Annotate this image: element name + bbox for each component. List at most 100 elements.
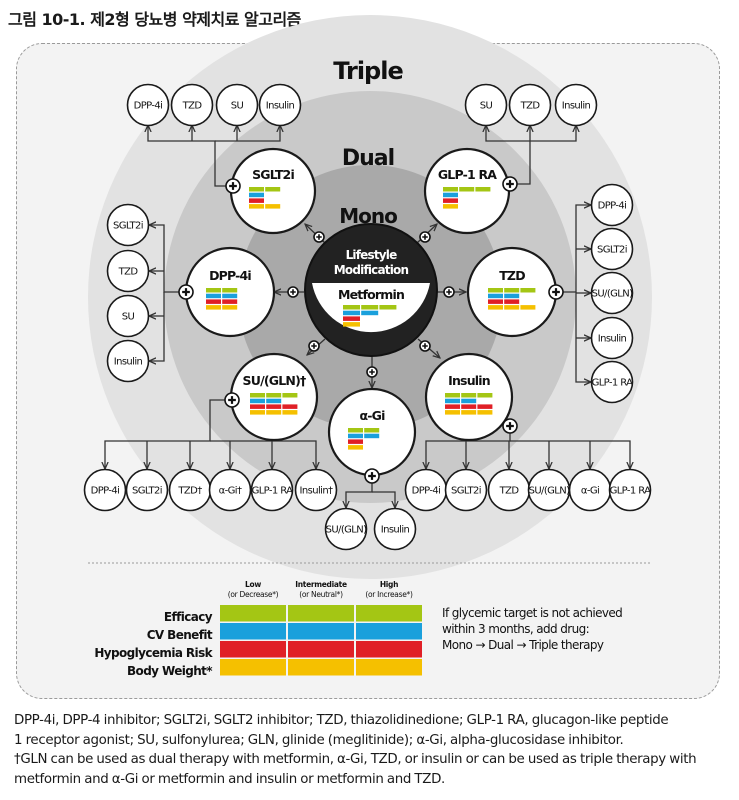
cv-benefit-bar <box>222 293 238 299</box>
drug-node-sglt2i: SGLT2i <box>229 147 317 235</box>
connector-lines <box>105 125 630 508</box>
plus-icon <box>443 286 455 298</box>
connector-line <box>346 476 373 508</box>
option-node-bottom-center: SU/(GLN) <box>324 507 368 551</box>
efficacy-bar <box>265 187 281 192</box>
plus-icon <box>502 176 518 192</box>
plus-icon <box>419 340 431 352</box>
hypoglycemia-bar <box>348 439 363 444</box>
option-circle <box>106 294 150 338</box>
body-weight-bar <box>206 305 221 310</box>
hypoglycemia-bar <box>504 299 520 304</box>
option-circle <box>590 360 634 404</box>
option-label: TZD <box>499 486 520 497</box>
legend-col-high-sub: (or Increase*) <box>365 590 413 599</box>
option-circle <box>590 183 634 227</box>
legend-col-mid-sub: (or Neutral*) <box>299 590 343 599</box>
efficacy-bar <box>361 305 379 310</box>
option-node-bottom-left: Insulin† <box>294 468 338 512</box>
efficacy-bar <box>343 305 360 310</box>
option-node-top-right: TZD <box>508 83 552 127</box>
option-node-top-left: DPP-4i <box>126 83 170 127</box>
option-node-top-right: Insulin <box>554 83 598 127</box>
option-label: GLP-1 RA <box>610 486 652 497</box>
option-circle <box>106 203 150 247</box>
cv-benefit-bar <box>249 192 264 198</box>
body-weight-bar <box>520 305 536 310</box>
option-label: DPP-4i <box>598 201 627 212</box>
body-weight-bar <box>343 322 360 327</box>
option-label: SGLT2i <box>113 221 143 232</box>
body-weight-bar <box>249 204 264 209</box>
option-label: α-Gi† <box>219 486 242 497</box>
plus-icon <box>308 340 320 352</box>
efficacy-bar <box>379 305 397 310</box>
option-circle <box>590 227 634 271</box>
modification-label: Modification <box>334 263 409 277</box>
option-node-bottom-left: DPP-4i <box>83 468 127 512</box>
efficacy-bar <box>488 288 503 293</box>
plus-icon <box>178 284 194 300</box>
option-node-left: TZD <box>106 249 150 293</box>
efficacy-bar <box>206 288 221 293</box>
option-label: GLP-1 RA <box>592 378 634 389</box>
cv-benefit-bar <box>356 623 422 640</box>
legend-note-line2: within 3 months, add drug: <box>442 622 589 636</box>
plus-icon <box>502 418 518 434</box>
option-circle <box>208 468 252 512</box>
metformin-bars <box>343 305 397 327</box>
option-label: DPP-4i <box>134 101 163 112</box>
option-node-bottom-left: SGLT2i <box>125 468 169 512</box>
option-node-left: Insulin <box>106 339 150 383</box>
option-label: SU/(GLN) <box>529 486 571 497</box>
legend-row-efficacy: Efficacy <box>164 610 213 624</box>
hypoglycemia-bar <box>249 198 264 203</box>
option-circle <box>508 83 552 127</box>
efficacy-bar <box>477 393 493 398</box>
algorithm-diagram: Triple Dual Mono Lifestyle Modification … <box>83 15 652 678</box>
option-node-top-left: SU <box>215 83 259 127</box>
footnote-line: †GLN can be used as dual therapy with me… <box>14 752 697 768</box>
cv-benefit-bar <box>445 398 460 404</box>
option-label: Insulin <box>598 334 627 345</box>
hypoglycemia-bar <box>343 316 360 321</box>
body-weight-bar <box>356 659 422 676</box>
efficacy-bar <box>250 393 265 398</box>
option-label: Insulin <box>114 357 143 368</box>
plus-icon <box>419 231 431 243</box>
legend-col-high-title: High <box>380 580 398 589</box>
drug-label: SU/(GLN)† <box>243 373 306 388</box>
legend-col-mid-title: Intermediate <box>295 580 347 589</box>
option-circle <box>83 468 127 512</box>
option-label: SGLT2i <box>451 486 481 497</box>
option-circle <box>215 83 259 127</box>
cv-benefit-bar <box>348 433 363 439</box>
cv-benefit-bar <box>364 433 380 439</box>
option-node-right: SU/(GLN) <box>590 271 634 315</box>
option-circle <box>170 83 214 127</box>
option-node-bottom-right: DPP-4i <box>404 468 448 512</box>
legend-row-body-weight: Body Weight* <box>127 664 213 678</box>
footnote: DPP-4i, DPP-4 inhibitor; SGLT2i, SGLT2 i… <box>14 711 726 789</box>
option-circle <box>294 468 338 512</box>
cv-benefit-bar <box>266 398 282 404</box>
body-weight-bar <box>222 305 238 310</box>
hypoglycemia-bar <box>250 404 265 409</box>
option-circle <box>444 468 488 512</box>
drug-label: TZD <box>499 268 525 283</box>
plus-icon <box>225 178 241 194</box>
option-node-right: SGLT2i <box>590 227 634 271</box>
option-node-left: SU <box>106 294 150 338</box>
option-circle <box>464 83 508 127</box>
option-circle <box>126 83 170 127</box>
cv-benefit-bar <box>443 192 458 198</box>
triple-label: Triple <box>333 57 403 85</box>
option-node-right: DPP-4i <box>590 183 634 227</box>
body-weight-bar <box>250 410 265 415</box>
option-circle <box>125 468 169 512</box>
efficacy-bar <box>282 393 298 398</box>
cv-benefit-bar <box>461 398 477 404</box>
option-node-bottom-right: α-Gi <box>568 468 612 512</box>
connector-line <box>149 225 186 293</box>
